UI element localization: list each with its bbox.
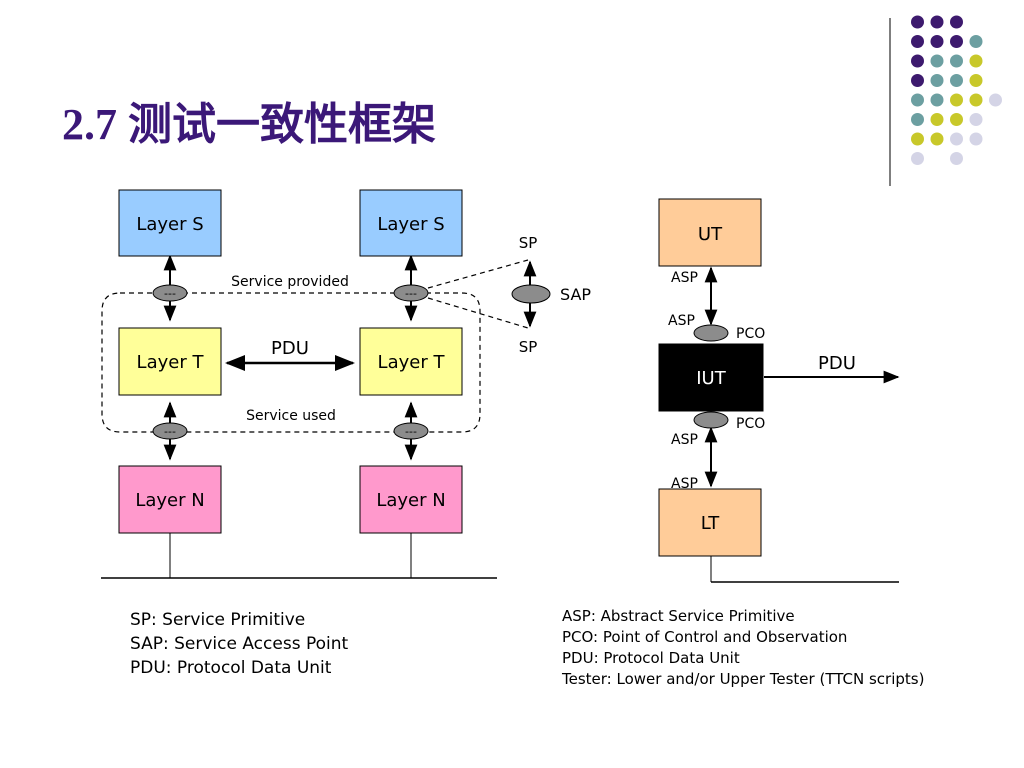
decorative-dot <box>911 74 924 87</box>
decorative-dot <box>911 35 924 48</box>
decorative-dot <box>930 35 944 48</box>
legend-item: SP: Service Primitive <box>130 610 306 630</box>
layer-t-right-box <box>359 327 463 396</box>
decorative-dot <box>930 54 944 68</box>
service-used-label: Service used <box>246 408 336 424</box>
decorative-dot <box>930 15 944 29</box>
decorative-dot <box>930 93 944 107</box>
sap-dash-text: --- <box>405 425 417 438</box>
layer-t-left-label: Layer T <box>137 352 205 373</box>
asp-label-1: ASP <box>671 270 698 286</box>
conformance-test-diagram: UT IUT LT ASP ASP ASP ASP PCO PCO PDU <box>658 198 900 583</box>
legend-right: ASP: Abstract Service Primitive PCO: Poi… <box>562 606 924 690</box>
layer-t-right-label: Layer T <box>378 352 446 373</box>
legend-item: SAP: Service Access Point <box>130 634 349 654</box>
decorative-dot <box>950 54 963 68</box>
layer-n-left-label: Layer N <box>135 490 204 511</box>
sp-top-label: SP <box>519 234 538 252</box>
legend-left: SP: Service Primitive SAP: Service Acces… <box>130 608 348 680</box>
lt-box <box>658 488 762 557</box>
sap-dash-text: --- <box>405 287 417 300</box>
pco-label-top: PCO <box>736 326 765 342</box>
sap-ellipse-bottom-right <box>393 422 429 440</box>
layer-s-right-label: Layer S <box>377 214 444 235</box>
decorative-dot <box>950 74 963 87</box>
decorative-dot <box>969 93 983 107</box>
decorative-dot <box>930 113 944 126</box>
decorative-dot <box>950 15 963 29</box>
decorative-dot <box>950 113 963 126</box>
slide-title: 2.7 测试一致性框架 <box>62 100 436 149</box>
decorative-dot <box>989 93 1002 107</box>
decorative-dot <box>911 113 924 126</box>
sap-label: SAP <box>560 285 591 304</box>
lt-label: LT <box>701 513 721 534</box>
service-provided-label: Service provided <box>231 274 349 290</box>
iut-box <box>658 343 764 412</box>
sp-bottom-label: SP <box>519 338 538 356</box>
decorative-dot <box>911 93 924 107</box>
sap-dash-text: --- <box>164 287 176 300</box>
legend-item: PDU: Protocol Data Unit <box>130 658 332 678</box>
decorative-dot <box>969 132 983 146</box>
decorative-dot <box>969 74 983 87</box>
layer-s-right-box <box>359 189 463 257</box>
osi-layer-diagram: --- --- --- --- Layer S Layer S Layer T … <box>101 189 591 579</box>
sap-fan-line-top <box>427 259 529 289</box>
sap-fan-line-bottom <box>427 297 529 329</box>
pco-ellipse-top <box>693 324 729 342</box>
decorative-dot <box>911 15 924 29</box>
pdu-label-right: PDU <box>818 353 856 374</box>
decorative-dot <box>950 152 963 165</box>
decorative-dot <box>969 35 983 48</box>
pco-ellipse-bottom <box>693 411 729 429</box>
decorative-dot <box>930 74 944 87</box>
legend-item: Tester: Lower and/or Upper Tester (TTCN … <box>562 670 925 688</box>
layer-t-left-box <box>118 327 222 396</box>
pco-label-bottom: PCO <box>736 416 765 432</box>
decorative-dot-grid <box>911 15 1002 165</box>
decorative-dot <box>950 132 963 146</box>
asp-label-2: ASP <box>668 313 695 329</box>
sap-ellipse-top-left <box>152 284 188 302</box>
legend-item: ASP: Abstract Service Primitive <box>562 607 795 625</box>
iut-label: IUT <box>696 368 726 389</box>
decorative-dot <box>950 93 963 107</box>
layer-s-left-label: Layer S <box>136 214 203 235</box>
layer-n-left-box <box>118 465 222 534</box>
ut-box <box>658 198 762 267</box>
decorative-dot <box>930 132 944 146</box>
pdu-label: PDU <box>271 338 309 359</box>
sap-dash-text: --- <box>164 425 176 438</box>
asp-label-4: ASP <box>671 476 698 492</box>
layer-s-left-box <box>118 189 222 257</box>
decorative-dot <box>911 132 924 146</box>
legend-item: PCO: Point of Control and Observation <box>562 628 848 646</box>
legend-item: PDU: Protocol Data Unit <box>562 649 740 667</box>
sap-ellipse-top-right <box>393 284 429 302</box>
decorative-dot <box>911 152 924 165</box>
ut-label: UT <box>698 224 723 245</box>
decorative-dot <box>911 54 924 68</box>
decorative-dot <box>950 35 963 48</box>
sap-ellipse-bottom-left <box>152 422 188 440</box>
asp-label-3: ASP <box>671 432 698 448</box>
service-boundary-dashed <box>101 292 481 433</box>
decorative-dot <box>969 54 983 68</box>
layer-n-right-label: Layer N <box>376 490 445 511</box>
sap-ellipse-legend <box>511 284 551 304</box>
decorative-dot <box>969 113 983 126</box>
